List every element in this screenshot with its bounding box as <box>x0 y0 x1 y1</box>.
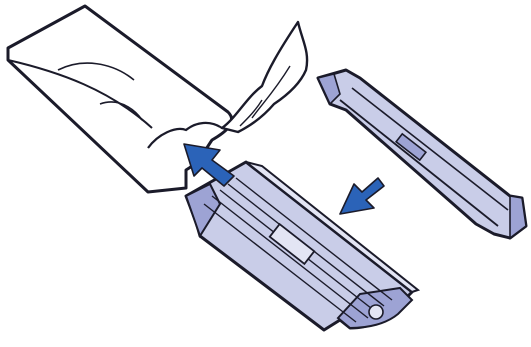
arrow-remove-cover <box>340 178 384 214</box>
bag-torn-flap <box>222 22 307 132</box>
bag-icon <box>8 6 307 192</box>
arrow-icon <box>340 178 384 214</box>
arrow-into-bag <box>184 144 234 186</box>
arrow-icon <box>184 144 234 186</box>
drum-unit-gear <box>369 305 383 319</box>
